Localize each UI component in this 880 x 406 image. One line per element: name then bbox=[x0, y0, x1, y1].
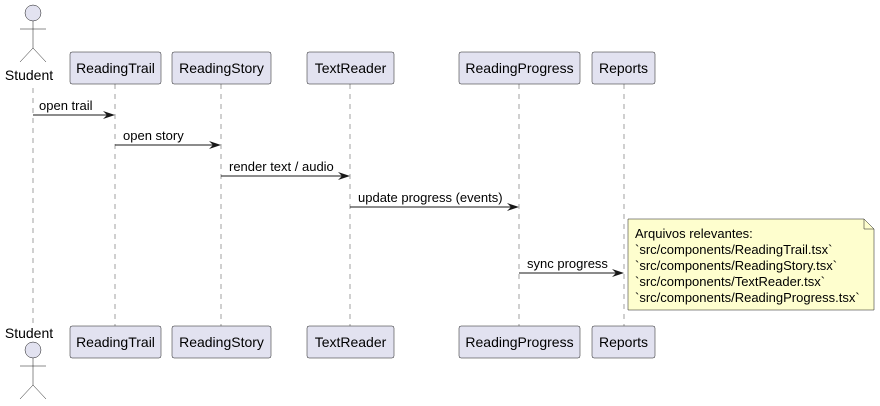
participant-label: TextReader bbox=[315, 334, 387, 350]
message-label: open trail bbox=[39, 98, 93, 113]
participant-readingprogress-top: ReadingProgress bbox=[458, 51, 581, 85]
message-update-progress: update progress (events) bbox=[350, 190, 519, 211]
participant-label: Reports bbox=[599, 334, 648, 350]
note-relevant-files: Arquivos relevantes: `src/components/Rea… bbox=[627, 218, 875, 311]
actor-student-bottom bbox=[19, 341, 47, 400]
note-line: Arquivos relevantes: bbox=[635, 226, 753, 241]
arrow-head-icon bbox=[507, 203, 519, 211]
participant-readingprogress-bottom: ReadingProgress bbox=[458, 325, 581, 359]
arrow-head-icon bbox=[338, 172, 350, 180]
actor-student-top bbox=[19, 4, 47, 63]
participant-label: Reports bbox=[599, 60, 648, 76]
participant-textreader-bottom: TextReader bbox=[306, 325, 395, 359]
participant-label: ReadingTrail bbox=[76, 334, 155, 350]
message-label: open story bbox=[123, 128, 184, 143]
participant-label: ReadingStory bbox=[179, 334, 264, 350]
message-open-story: open story bbox=[115, 128, 221, 149]
arrow-head-icon bbox=[209, 141, 221, 149]
message-label: render text / audio bbox=[229, 159, 334, 174]
participant-reports-bottom: Reports bbox=[591, 325, 656, 359]
participant-readingtrail-bottom: ReadingTrail bbox=[69, 325, 162, 359]
participant-label: ReadingTrail bbox=[76, 60, 155, 76]
participant-reports-top: Reports bbox=[591, 51, 656, 85]
participant-readingtrail-top: ReadingTrail bbox=[69, 51, 162, 85]
message-label: update progress (events) bbox=[358, 190, 503, 205]
participant-readingstory-top: ReadingStory bbox=[171, 51, 272, 85]
note-line: `src/components/ReadingStory.tsx` bbox=[635, 258, 837, 273]
participant-label: ReadingProgress bbox=[465, 334, 573, 350]
participant-label: ReadingStory bbox=[179, 60, 264, 76]
arrow-head-icon bbox=[612, 269, 624, 277]
message-label: sync progress bbox=[527, 256, 608, 271]
participant-readingstory-bottom: ReadingStory bbox=[171, 325, 272, 359]
note-line: `src/components/ReadingProgress.tsx` bbox=[635, 290, 860, 305]
note-line: `src/components/ReadingTrail.tsx` bbox=[635, 242, 832, 257]
message-render-text-audio: render text / audio bbox=[221, 159, 350, 180]
message-open-trail: open trail bbox=[33, 98, 115, 119]
note-line: `src/components/TextReader.tsx` bbox=[635, 274, 825, 289]
actor-student-top-label: Student bbox=[5, 67, 53, 83]
arrow-head-icon bbox=[103, 111, 115, 119]
participant-textreader-top: TextReader bbox=[306, 51, 395, 85]
participant-label: TextReader bbox=[315, 60, 387, 76]
message-sync-progress: sync progress bbox=[519, 256, 624, 277]
actor-student-bottom-label: Student bbox=[5, 325, 53, 341]
participant-label: ReadingProgress bbox=[465, 60, 573, 76]
